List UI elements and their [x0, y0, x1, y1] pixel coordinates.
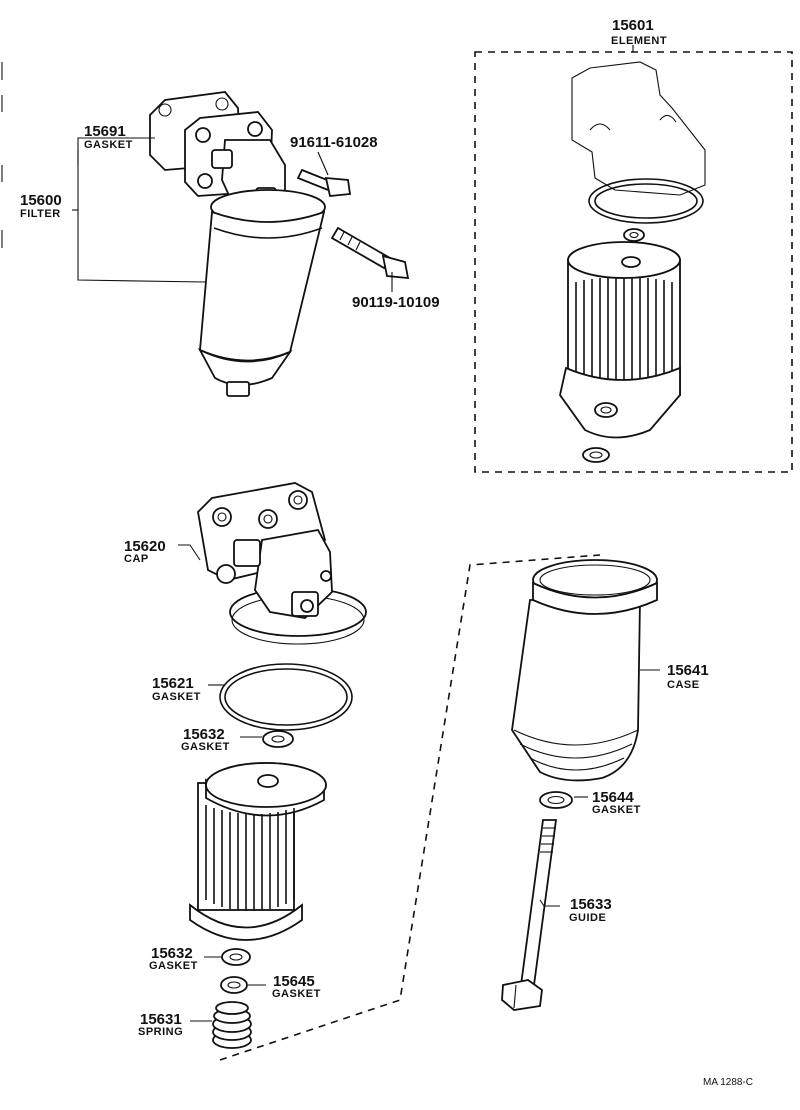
assembly-path [219, 554, 601, 1061]
gasket-15621 [219, 663, 353, 731]
leaders-bottom [178, 544, 660, 1022]
part-number: 90119-10109 [352, 294, 440, 311]
callout-15621: 15621 GASKET [152, 675, 201, 703]
part-label: GASKET [84, 139, 133, 151]
callout-15641: 15641 CASE [667, 662, 709, 691]
filter-element [189, 762, 327, 941]
part-label: GASKET [272, 988, 321, 1000]
callout-15632-upper: 15632 GASKET [181, 726, 230, 753]
part-label: GASKET [181, 741, 230, 753]
callout-15632-lower: 15632 GASKET [149, 945, 198, 972]
callout-15644: 15644 GASKET [592, 789, 641, 816]
part-label: GASKET [592, 804, 641, 816]
callout-15633: 15633 GUIDE [569, 896, 612, 924]
part-label: ELEMENT [611, 35, 667, 47]
part-label: GASKET [149, 960, 198, 972]
part-number: 15631 [140, 1011, 182, 1028]
part-number: 15641 [667, 662, 709, 679]
gasket-15645 [220, 976, 248, 994]
part-number: 15632 [151, 945, 193, 962]
part-number: 15600 [20, 192, 62, 209]
part-label: CASE [667, 679, 700, 691]
element-pleats [575, 278, 673, 382]
callout-15631: 15631 SPRING [138, 1011, 183, 1038]
gasket-15632-upper [262, 730, 294, 748]
part-number: 15645 [273, 973, 315, 990]
callout-15600: 15600 FILTER [20, 192, 62, 220]
part-number: 15620 [124, 538, 166, 555]
part-label: CAP [124, 553, 149, 565]
spring-15631 [212, 1001, 252, 1049]
part-number: 91611-61028 [290, 134, 378, 151]
filter-pleats [205, 805, 295, 911]
filter-assembly-15600 [149, 91, 326, 397]
gasket-15632-lower [221, 948, 251, 966]
callout-15691: 15691 GASKET [84, 123, 133, 151]
bolt-91611 [296, 168, 352, 197]
guide-15633 [501, 819, 558, 1011]
part-label: SPRING [138, 1026, 183, 1038]
callout-15645: 15645 GASKET [272, 973, 321, 1000]
part-label: GUIDE [569, 912, 606, 924]
callout-15601: 15601 ELEMENT [611, 17, 667, 47]
element-kit-15601 [474, 45, 793, 473]
cap-15620 [197, 482, 367, 645]
part-number: 15601 [612, 17, 654, 34]
part-number: 15632 [183, 726, 225, 743]
part-label: GASKET [152, 691, 201, 703]
part-number: 15621 [152, 675, 194, 692]
callout-90119-10109: 90119-10109 [352, 294, 440, 311]
part-number: 15691 [84, 123, 126, 140]
callout-15620: 15620 CAP [124, 538, 166, 565]
leaders-top-left [72, 137, 393, 292]
part-number: 15644 [592, 789, 634, 806]
bolt-90119 [330, 226, 410, 280]
part-label: FILTER [20, 208, 61, 220]
diagram-reference-code: MA 1288-C [703, 1077, 753, 1088]
case-15641 [511, 559, 658, 782]
gasket-15644 [539, 791, 573, 809]
callout-91611-61028: 91611-61028 [290, 134, 378, 151]
part-number: 15633 [570, 896, 612, 913]
